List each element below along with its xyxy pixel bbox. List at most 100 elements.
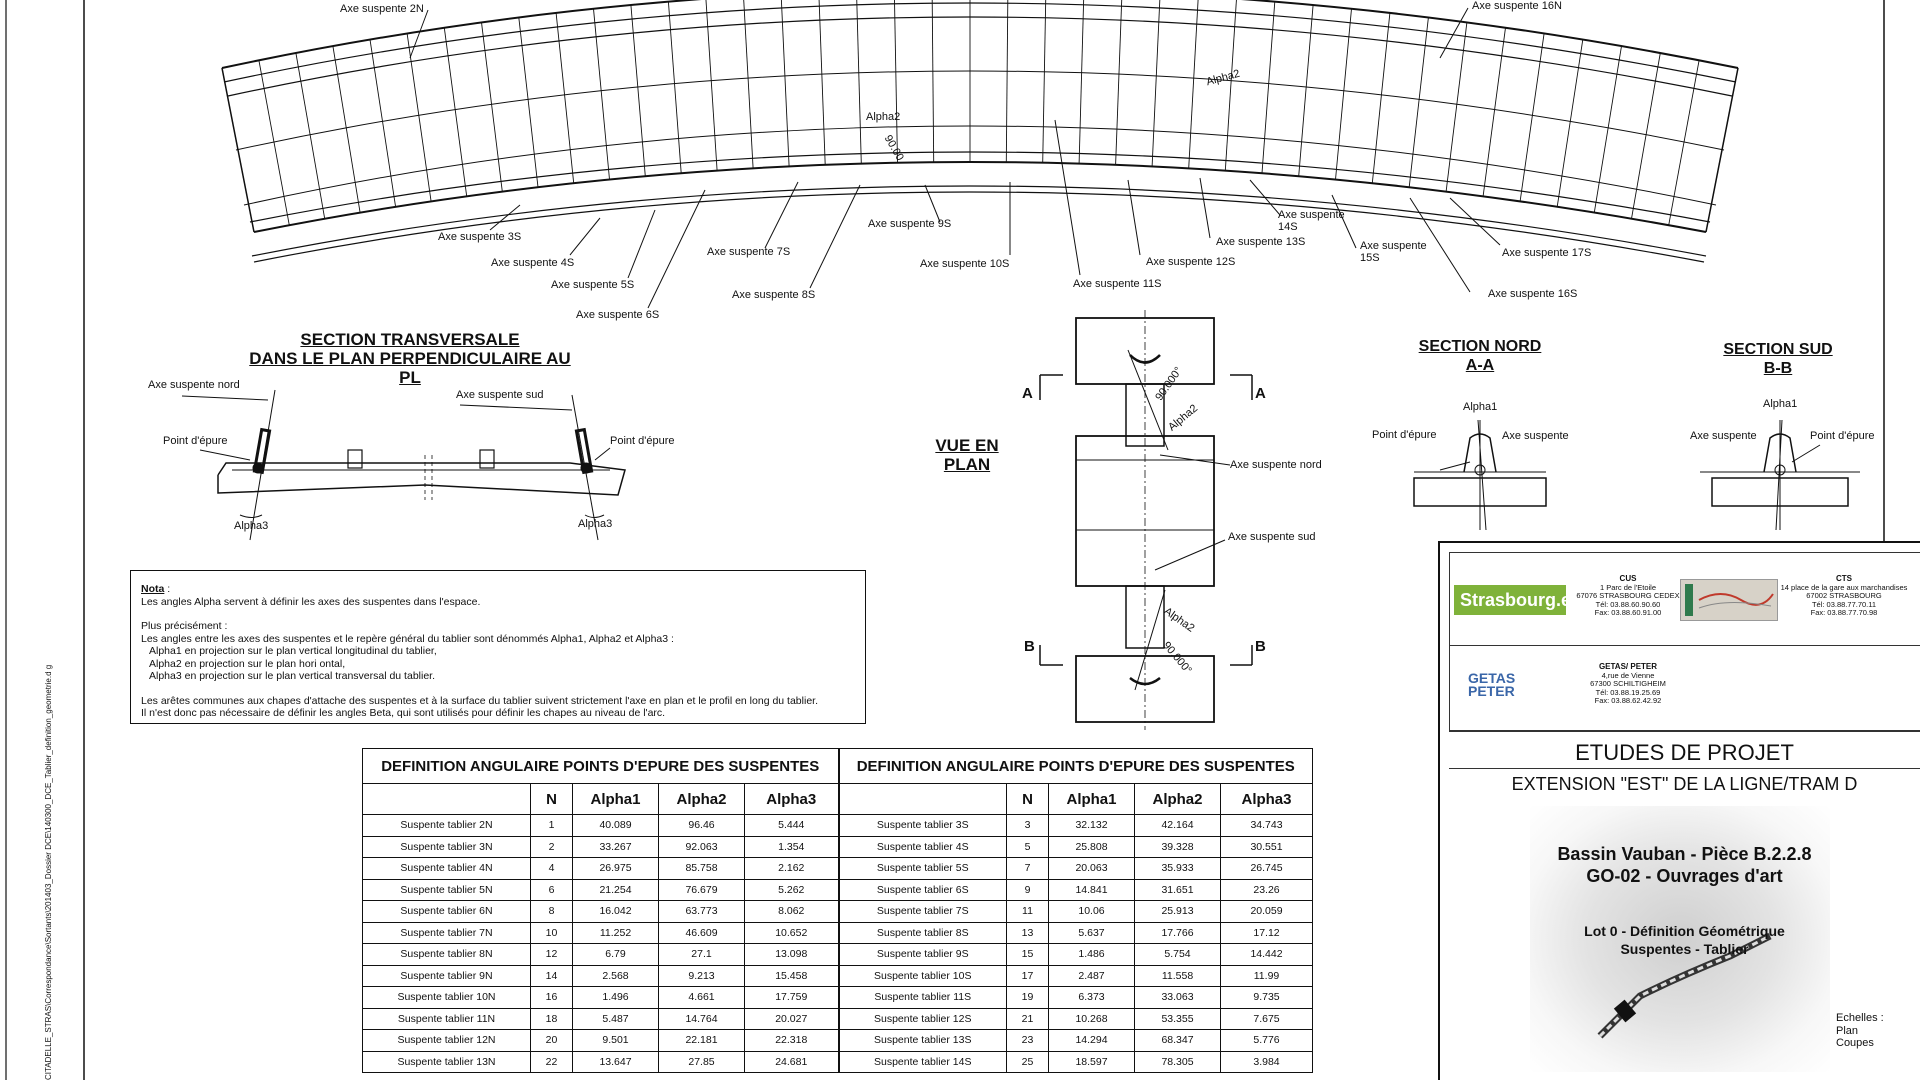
- cell-left-alpha1: 33.267: [572, 835, 659, 858]
- cell-right-n: 15: [1006, 943, 1049, 966]
- cell-right-alpha2: 68.347: [1134, 1029, 1221, 1052]
- cell-right-alpha3: 11.99: [1220, 964, 1313, 987]
- plan-alpha2-label-center: Alpha2: [866, 111, 901, 123]
- cell-left-alpha1: 6.79: [572, 943, 659, 966]
- section-nord-title-line1: SECTION NORD: [1418, 338, 1542, 355]
- cell-right-n: 19: [1006, 986, 1049, 1009]
- cell-right-name: Suspente tablier 4S: [837, 835, 1007, 858]
- cell-left-alpha2: 22.181: [658, 1029, 745, 1052]
- deck-rib: [1705, 67, 1739, 233]
- section-sud-title: SECTION SUD B-B: [1708, 340, 1848, 378]
- cell-right-name: Suspente tablier 11S: [837, 986, 1007, 1009]
- getas-line1: 4,rue de Vienne: [1601, 670, 1655, 680]
- cell-right-n: 23: [1006, 1029, 1049, 1052]
- deck-rib: [406, 33, 432, 202]
- cell-left-alpha1: 2.568: [572, 964, 659, 987]
- cross-section-point-epure-left: Point d'épure: [163, 435, 228, 447]
- cell-left-alpha3: 24.681: [744, 1050, 839, 1073]
- deck-plan: [221, 0, 1739, 263]
- cell-right-alpha2: 33.063: [1134, 986, 1221, 1009]
- piece-title-line1: Bassin Vauban - Pièce B.2.2.8: [1557, 844, 1812, 864]
- cell-right-name: Suspente tablier 8S: [837, 921, 1007, 944]
- deck-rib: [667, 1, 682, 174]
- cus-line2: 67076 STRASBOURG CEDEX: [1576, 591, 1680, 600]
- deck-rib: [1445, 22, 1468, 192]
- section-nord-alpha1: Alpha1: [1463, 401, 1498, 413]
- deck-rib: [1078, 0, 1085, 164]
- scales-coupes: Coupes: [1836, 1037, 1874, 1049]
- cell-left-alpha3: 13.098: [744, 943, 839, 966]
- cell-left-name: Suspente tablier 5N: [362, 878, 531, 901]
- cell-right-name: Suspente tablier 9S: [837, 943, 1007, 966]
- cell-right-alpha1: 20.063: [1048, 857, 1135, 880]
- strasbourg-logo: Strasbourg.eu: [1454, 585, 1582, 615]
- cell-right-alpha1: 6.373: [1048, 986, 1135, 1009]
- cell-right-n: 3: [1006, 814, 1049, 837]
- deck-rib: [1519, 33, 1545, 202]
- deck-rib: [332, 46, 361, 213]
- cell-left-alpha1: 9.501: [572, 1029, 659, 1052]
- cell-right-n: 25: [1006, 1050, 1049, 1073]
- cell-left-alpha3: 2.162: [744, 857, 839, 880]
- cell-right-alpha3: 20.059: [1220, 900, 1313, 923]
- cell-right-alpha1: 2.487: [1048, 964, 1135, 987]
- cell-right-alpha2: 39.328: [1134, 835, 1221, 858]
- cell-left-alpha2: 96.46: [658, 814, 745, 837]
- cell-left-alpha3: 22.318: [744, 1029, 839, 1052]
- nota-heading: Nota: [141, 583, 165, 595]
- getas-line4: Fax: 03.88.62.42.92: [1594, 696, 1662, 705]
- cell-right-alpha2: 78.305: [1134, 1050, 1221, 1073]
- deck-rib: [1631, 52, 1661, 219]
- col-alpha1-left: Alpha1: [572, 783, 659, 815]
- cell-left-name: Suspente tablier 13N: [362, 1050, 531, 1073]
- cell-right-alpha2: 31.651: [1134, 878, 1221, 901]
- cell-right-alpha1: 25.808: [1048, 835, 1135, 858]
- cell-left-alpha3: 17.759: [744, 986, 839, 1009]
- nota-line7: Les arêtes communes aux chapes d'attache…: [141, 694, 818, 707]
- cell-right-alpha3: 7.675: [1220, 1007, 1313, 1030]
- getas-line3: Tél: 03.88.19.25.69: [1595, 687, 1661, 697]
- deck-rib: [295, 52, 326, 219]
- getas-address: GETAS/ PETER 4,rue de Vienne 67300 SCHIL…: [1570, 662, 1686, 706]
- cell-left-alpha3: 20.027: [744, 1007, 839, 1030]
- cell-left-name: Suspente tablier 12N: [362, 1029, 531, 1052]
- section-marker-b-right: B: [1255, 638, 1266, 655]
- cell-left-name: Suspente tablier 7N: [362, 921, 531, 944]
- col-n-left: N: [530, 783, 573, 815]
- plan-label-9s: Axe suspente 9S: [868, 218, 952, 230]
- cell-left-name: Suspente tablier 10N: [362, 986, 531, 1009]
- plan-leaders: [409, 7, 1501, 309]
- cell-right-alpha1: 14.294: [1048, 1029, 1135, 1052]
- section-marker-b-left: B: [1024, 638, 1035, 655]
- cell-left-alpha1: 5.487: [572, 1007, 659, 1030]
- cell-right-alpha2: 53.355: [1134, 1007, 1221, 1030]
- section-nord-title: SECTION NORD A-A: [1410, 337, 1550, 375]
- col-alpha2-right: Alpha2: [1134, 783, 1221, 815]
- cell-right-n: 9: [1006, 878, 1049, 901]
- cell-left-n: 16: [530, 986, 573, 1009]
- deck-rib: [818, 0, 826, 165]
- nota-line3: Les angles entre les axes des suspentes …: [141, 632, 674, 645]
- cell-left-n: 10: [530, 921, 573, 944]
- cts-line1: 14 place de la gare aux marchandises: [1780, 582, 1908, 592]
- cell-right-alpha1: 5.637: [1048, 921, 1135, 944]
- getas-logo-line1: GETAS: [1468, 670, 1516, 686]
- deck-rib: [221, 67, 255, 233]
- cell-left-n: 14: [530, 964, 573, 987]
- cell-left-alpha3: 5.444: [744, 814, 839, 837]
- getas-title: GETAS/ PETER: [1598, 662, 1658, 671]
- plan-label-6s: Axe suspente 6S: [576, 309, 660, 321]
- section-transversale-title-line1: SECTION TRANSVERSALE: [300, 330, 520, 349]
- deck-rib: [1593, 46, 1622, 213]
- cell-right-n: 5: [1006, 835, 1049, 858]
- cell-left-alpha3: 1.354: [744, 835, 839, 858]
- plan-label-7s: Axe suspente 7S: [707, 246, 791, 258]
- deck-rib: [593, 8, 610, 180]
